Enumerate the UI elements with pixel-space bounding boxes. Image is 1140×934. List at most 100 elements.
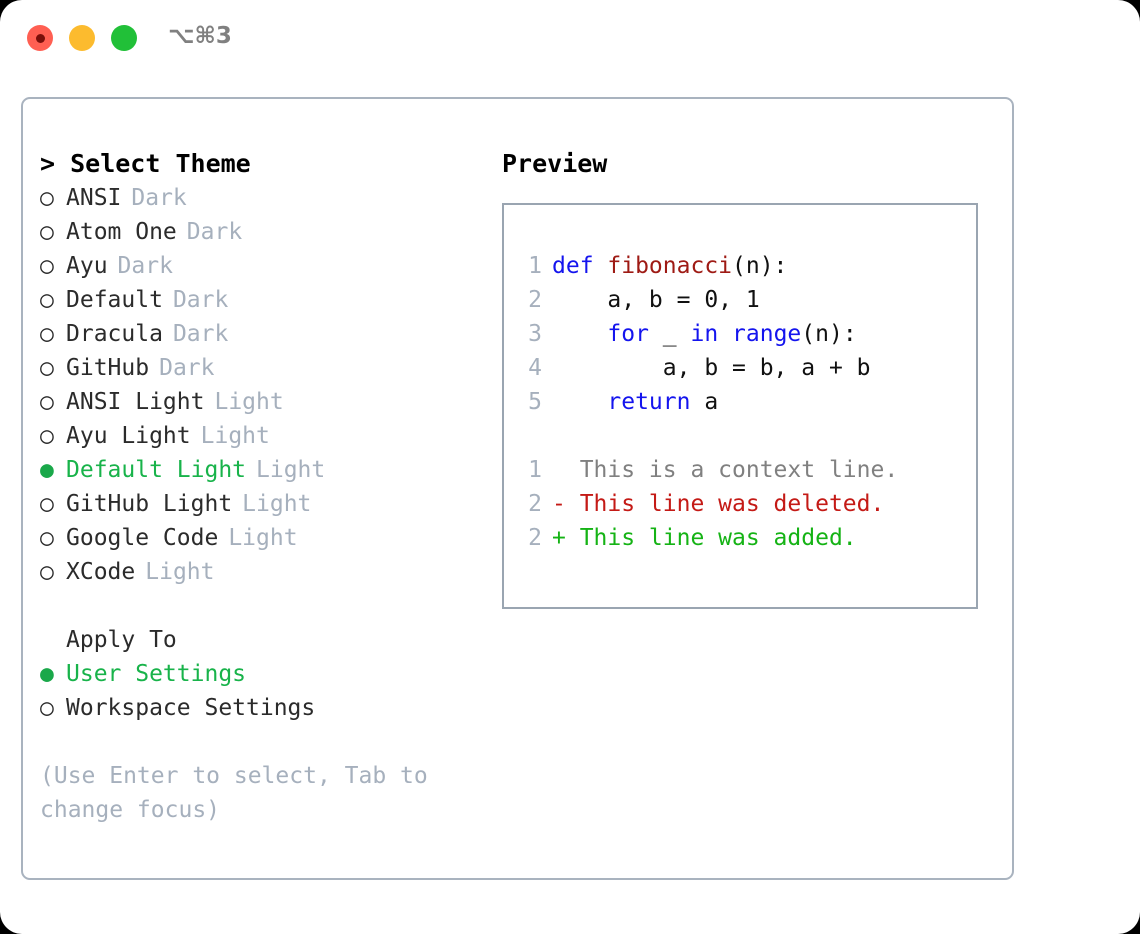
- diff-line-del: 2 - This line was deleted.: [516, 487, 898, 521]
- code-token-txt: (n):: [801, 321, 857, 347]
- code-token-txt: [718, 321, 732, 347]
- theme-option-atom-one[interactable]: ○ Atom One Dark: [40, 215, 480, 249]
- code-token-kw: range: [732, 321, 802, 347]
- diff-separator: [516, 419, 898, 453]
- line-number: 2: [528, 491, 542, 517]
- code-token-fn: fibonacci: [607, 253, 733, 279]
- theme-option-mode-badge: Light: [200, 423, 270, 449]
- theme-option-label: Atom One: [66, 219, 177, 245]
- code-token-kw: in: [690, 321, 719, 347]
- preview-header: Preview: [502, 149, 608, 178]
- line-number: 3: [528, 321, 542, 347]
- radio-selected-icon: ●: [40, 661, 54, 687]
- radio-unselected-icon: ○: [40, 253, 54, 279]
- theme-option-mode-badge: Light: [145, 559, 215, 585]
- line-number: 1: [528, 253, 542, 279]
- close-icon: [35, 33, 45, 43]
- theme-option-ansi[interactable]: ○ ANSI Dark: [40, 181, 480, 215]
- code-token-txt: (n):: [732, 253, 788, 279]
- line-number: 1: [528, 457, 542, 483]
- theme-option-github[interactable]: ○ GitHub Dark: [40, 351, 480, 385]
- theme-option-label: Default: [66, 287, 163, 313]
- radio-unselected-icon: ○: [40, 185, 54, 211]
- maximize-button[interactable]: [111, 25, 137, 51]
- code-token-kw: for: [607, 321, 649, 347]
- theme-option-label: Default Light: [66, 457, 247, 483]
- theme-option-label: Ayu: [66, 253, 108, 279]
- line-number: 2: [528, 287, 542, 313]
- theme-option-label: GitHub: [66, 355, 150, 381]
- theme-option-label: Google Code: [66, 525, 219, 551]
- code-token-txt: a, b = b, a + b: [552, 355, 871, 381]
- theme-option-mode-badge: Dark: [131, 185, 187, 211]
- code-line: 1 def fibonacci(n):: [516, 249, 898, 283]
- theme-option-google-code[interactable]: ○ Google Code Light: [40, 521, 480, 555]
- theme-option-xcode[interactable]: ○ XCode Light: [40, 555, 480, 589]
- keyboard-hint-text: (Use Enter to select, Tab to change focu…: [40, 763, 428, 823]
- theme-option-mode-badge: Dark: [159, 355, 215, 381]
- code-token-txt: [552, 389, 607, 415]
- theme-option-github-light[interactable]: ○ GitHub Light Light: [40, 487, 480, 521]
- minimize-button[interactable]: [69, 25, 95, 51]
- theme-option-mode-badge: Light: [214, 389, 284, 415]
- theme-option-label: Dracula: [66, 321, 163, 347]
- apply-to-option-workspace-settings[interactable]: ○ Workspace Settings: [40, 691, 480, 725]
- radio-unselected-icon: ○: [40, 423, 54, 449]
- theme-option-mode-badge: Dark: [186, 219, 243, 245]
- code-token-txt: a, b = 0, 1: [552, 287, 760, 313]
- radio-unselected-icon: ○: [40, 559, 54, 585]
- apply-to-option-user-settings[interactable]: ● User Settings: [40, 657, 480, 691]
- section-spacer: [40, 589, 480, 623]
- theme-option-default[interactable]: ○ Default Dark: [40, 283, 480, 317]
- theme-option-mode-badge: Dark: [172, 321, 229, 347]
- theme-option-mode-badge: Light: [228, 525, 298, 551]
- diff-line-text: + This line was added.: [552, 525, 857, 551]
- theme-option-label: ANSI: [66, 185, 122, 211]
- code-line: 5 return a: [516, 385, 898, 419]
- radio-unselected-icon: ○: [40, 355, 54, 381]
- line-number: 2: [528, 525, 542, 551]
- code-token-txt: a: [690, 389, 719, 415]
- code-line: 2 a, b = 0, 1: [516, 283, 898, 317]
- radio-unselected-icon: ○: [40, 491, 54, 517]
- radio-unselected-icon: ○: [40, 389, 54, 415]
- close-button[interactable]: [27, 25, 53, 51]
- theme-option-ayu[interactable]: ○ Ayu Dark: [40, 249, 480, 283]
- radio-unselected-icon: ○: [40, 695, 54, 721]
- diff-line-add: 2 + This line was added.: [516, 521, 898, 555]
- radio-unselected-icon: ○: [40, 525, 54, 551]
- code-token-txt: _: [648, 321, 691, 347]
- apply-to-option-label: User Settings: [66, 661, 247, 687]
- radio-unselected-icon: ○: [40, 321, 54, 347]
- theme-option-ansi-light[interactable]: ○ ANSI Light Light: [40, 385, 480, 419]
- code-token-txt: [552, 321, 607, 347]
- code-line: 3 for _ in range(n):: [516, 317, 898, 351]
- code-token-kw: def: [552, 253, 608, 279]
- theme-option-label: XCode: [66, 559, 136, 585]
- theme-option-label: GitHub Light: [66, 491, 233, 517]
- radio-unselected-icon: ○: [40, 219, 54, 245]
- theme-option-label: ANSI Light: [66, 389, 205, 415]
- theme-option-mode-badge: Dark: [117, 253, 173, 279]
- diff-line-text: - This line was deleted.: [552, 491, 885, 517]
- theme-option-mode-badge: Light: [242, 491, 312, 517]
- theme-option-dracula[interactable]: ○ Dracula Dark: [40, 317, 480, 351]
- line-number: 5: [528, 389, 542, 415]
- line-number: 4: [528, 355, 542, 381]
- theme-option-mode-badge: Dark: [172, 287, 229, 313]
- code-token-kw: return: [607, 389, 691, 415]
- window-controls: [27, 25, 137, 51]
- apply-to-list: ● User Settings ○ Workspace Settings: [40, 657, 480, 725]
- apply-to-option-label: Workspace Settings: [66, 695, 316, 721]
- radio-unselected-icon: ○: [40, 287, 54, 313]
- diff-line-ctx: 1 This is a context line.: [516, 453, 898, 487]
- radio-selected-icon: ●: [40, 457, 54, 483]
